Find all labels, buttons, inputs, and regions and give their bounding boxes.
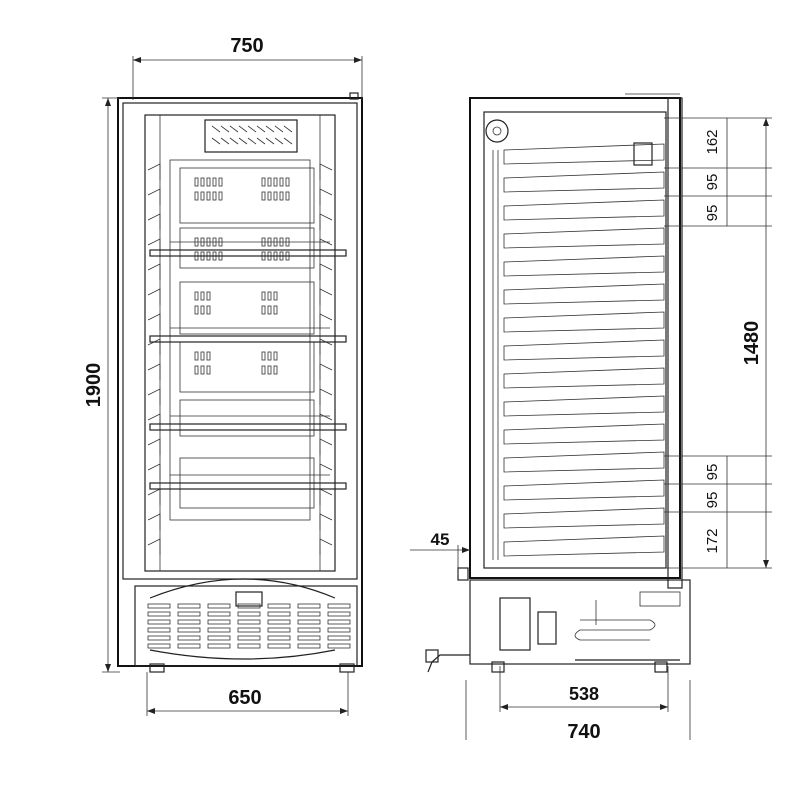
side-interior	[483, 111, 667, 569]
dim-label-1480: 1480	[741, 321, 763, 366]
dim-label-650: 650	[228, 687, 261, 709]
compressor	[499, 597, 531, 651]
side-shelf-louvers	[503, 143, 665, 557]
display-panel[interactable]	[235, 591, 263, 607]
fan-icon	[485, 119, 509, 143]
foot-left	[149, 663, 165, 673]
relay-box	[639, 591, 681, 607]
grille-arc	[149, 578, 336, 599]
front-glass-area	[144, 114, 336, 572]
side-cabinet-outline	[469, 97, 681, 579]
top-vent-panel	[204, 119, 298, 153]
thermostat-box	[633, 142, 653, 166]
dim-label-gap-1: 162	[704, 129, 721, 154]
front-view: 750 1900 650	[83, 35, 363, 716]
side-view: 1480 162 95 95 95 95 172 45 538 740	[410, 93, 772, 743]
dim-label-gap-2: 95	[704, 174, 721, 191]
side-door-stop	[457, 567, 469, 581]
condenser-coil	[574, 619, 656, 641]
front-cabinet-outline	[117, 97, 363, 667]
side-foot-front	[654, 661, 668, 673]
power-plug	[427, 654, 470, 673]
capacitor	[537, 611, 557, 645]
dim-label-gap-3: 95	[704, 205, 721, 222]
top-vent-slots	[211, 125, 293, 145]
dim-label-1900: 1900	[83, 363, 105, 408]
foot-right	[339, 663, 355, 673]
dim-label-538: 538	[569, 684, 599, 704]
hinge-top	[349, 92, 359, 100]
dim-label-gap-6: 172	[704, 528, 721, 553]
side-foot-rear	[491, 661, 505, 673]
dimension-ticks	[664, 117, 772, 569]
front-shelves	[149, 241, 347, 490]
back-wall	[169, 159, 311, 521]
dim-label-gap-4: 95	[704, 464, 721, 481]
bottom-grille-housing	[134, 585, 358, 667]
compressor-compartment	[469, 579, 691, 665]
dim-label-750: 750	[230, 35, 263, 57]
dim-label-45: 45	[431, 530, 450, 549]
back-air-panels	[179, 167, 315, 509]
dim-label-740: 740	[567, 721, 600, 743]
dim-label-gap-5: 95	[704, 492, 721, 509]
side-door	[667, 97, 683, 589]
grille-slots	[147, 603, 351, 649]
